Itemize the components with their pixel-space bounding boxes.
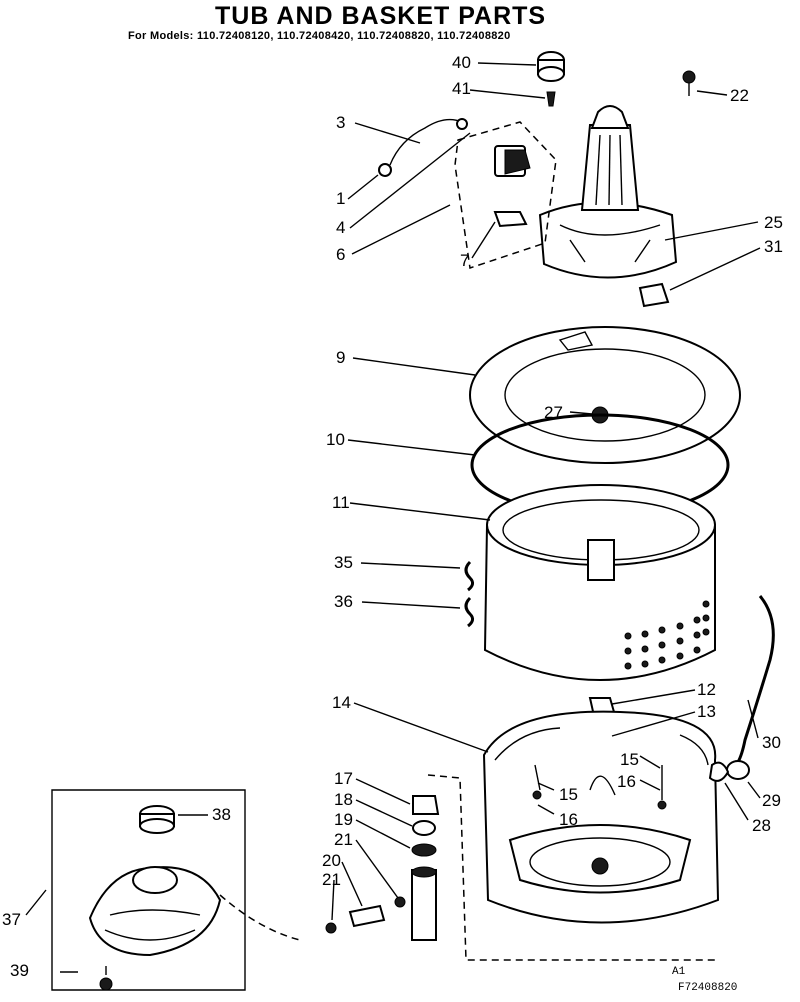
part-18[interactable] xyxy=(412,820,436,836)
callout-27: 27 xyxy=(544,403,563,422)
callout-17: 17 xyxy=(334,769,353,788)
cap-31-part[interactable] xyxy=(638,282,670,308)
callout-38: 38 xyxy=(212,805,231,824)
callout-28: 28 xyxy=(752,816,771,835)
screw-22-part[interactable] xyxy=(682,70,696,96)
callout-22: 22 xyxy=(730,86,749,105)
callout-21-top: 21 xyxy=(334,830,353,849)
lid-switch-assembly[interactable] xyxy=(378,118,557,269)
callout-21-bottom: 21 xyxy=(322,870,341,889)
callout-20: 20 xyxy=(322,851,341,870)
cap-screw-part[interactable] xyxy=(546,91,556,107)
callout-19: 19 xyxy=(334,810,353,829)
callout-9: 9 xyxy=(336,348,345,367)
callout-35: 35 xyxy=(334,553,353,572)
fitting-29-part[interactable] xyxy=(726,760,750,780)
outer-tub-part[interactable] xyxy=(482,710,720,924)
agitator-part[interactable] xyxy=(538,105,678,279)
callout-16-left: 16 xyxy=(559,810,578,829)
callout-13: 13 xyxy=(697,702,716,721)
callout-10: 10 xyxy=(326,430,345,449)
callout-31: 31 xyxy=(764,237,783,256)
clip-35-part[interactable] xyxy=(464,560,475,592)
callout-29: 29 xyxy=(762,791,781,810)
diagram-title: TUB AND BASKET PARTS xyxy=(215,2,547,30)
clip-36-part[interactable] xyxy=(464,596,475,628)
callout-15-left: 15 xyxy=(559,785,578,804)
leader-lines xyxy=(25,62,761,973)
callout-40: 40 xyxy=(452,53,471,72)
callout-16-right: 16 xyxy=(617,772,636,791)
callout-39: 39 xyxy=(10,961,29,980)
wash-basket-part[interactable] xyxy=(483,484,716,681)
callout-30: 30 xyxy=(762,733,781,752)
callout-15-right: 15 xyxy=(620,750,639,769)
pump-assembly-37-part[interactable] xyxy=(88,866,222,957)
models-line: For Models: 110.72408120, 110.72408420, … xyxy=(128,30,511,42)
figure-code-number: F72408820 xyxy=(678,982,737,994)
pump-inset-box xyxy=(51,789,246,991)
callout-41: 41 xyxy=(452,79,471,98)
part-20[interactable] xyxy=(348,904,386,928)
callout-1: 1 xyxy=(336,189,345,208)
callout-18: 18 xyxy=(334,790,353,809)
callout-14: 14 xyxy=(332,693,351,712)
callout-4: 4 xyxy=(336,218,345,237)
screw-39-part[interactable] xyxy=(99,966,113,991)
callout-36: 36 xyxy=(334,592,353,611)
callout-11: 11 xyxy=(332,493,350,512)
part-17[interactable] xyxy=(412,795,440,815)
callout-7: 7 xyxy=(460,251,469,270)
callout-3: 3 xyxy=(336,113,345,132)
hose-30-part[interactable] xyxy=(736,595,775,763)
callout-6: 6 xyxy=(336,245,345,264)
callout-25: 25 xyxy=(764,213,783,232)
part-21[interactable] xyxy=(325,896,406,934)
part-pump-body[interactable] xyxy=(411,866,437,941)
tub-ring-part[interactable] xyxy=(469,326,741,464)
clamp-28-part[interactable] xyxy=(708,761,730,782)
part-19[interactable] xyxy=(411,843,437,857)
pump-connection-line xyxy=(219,894,301,941)
pump-pulley-38-part[interactable] xyxy=(139,805,175,834)
agitator-cap-part[interactable] xyxy=(537,51,565,82)
callout-12: 12 xyxy=(697,680,716,699)
figure-code-a1: A1 xyxy=(672,966,686,978)
callout-37: 37 xyxy=(2,910,21,929)
